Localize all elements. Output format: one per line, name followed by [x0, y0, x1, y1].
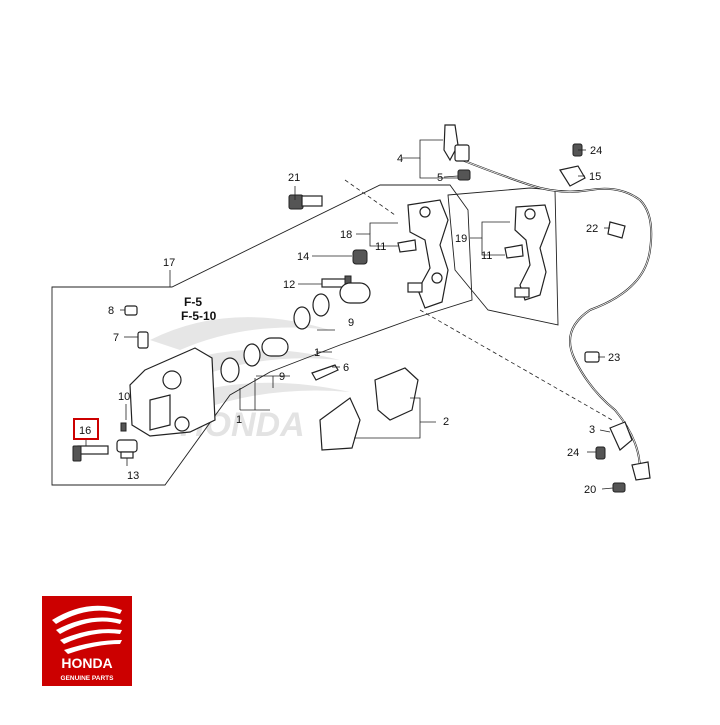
- pin-part-10[interactable]: [120, 422, 127, 432]
- clamp-part-15[interactable]: [559, 165, 586, 187]
- callout-24-top[interactable]: 24: [590, 145, 602, 157]
- bracket-frame: [447, 187, 559, 326]
- logo-tagline: GENUINE PARTS: [61, 675, 115, 682]
- callout-7[interactable]: 7: [113, 332, 119, 344]
- honda-genuine-parts-logo: HONDA GENUINE PARTS: [42, 596, 132, 686]
- caliper-bracket-part-18[interactable]: [407, 199, 449, 309]
- brake-pad-part-2[interactable]: [319, 367, 419, 451]
- callout-5[interactable]: 5: [437, 172, 443, 184]
- reference-f5[interactable]: F-5: [184, 295, 202, 309]
- bolt-part-21[interactable]: [288, 194, 323, 210]
- callout-11-left[interactable]: 11: [375, 241, 386, 253]
- pad-clip-part-11-left[interactable]: [397, 239, 417, 253]
- bolt-part-20[interactable]: [612, 482, 626, 493]
- callout-24-lower[interactable]: 24: [567, 447, 579, 459]
- caliper-bracket-part-19[interactable]: [514, 204, 551, 301]
- callout-19[interactable]: 19: [455, 233, 467, 245]
- callout-4[interactable]: 4: [397, 153, 403, 165]
- clip-part-22[interactable]: [607, 221, 626, 239]
- pad-clip-part-11-right[interactable]: [504, 244, 524, 259]
- caliper-body-part-17[interactable]: [129, 347, 216, 437]
- leader-lines: [85, 139, 614, 490]
- callout-13[interactable]: 13: [127, 470, 139, 482]
- honda-wing-icon: [52, 605, 122, 654]
- highlight-box-part-16: [73, 418, 99, 440]
- callout-16[interactable]: 16: [79, 425, 91, 437]
- callout-1-upper[interactable]: 1: [314, 347, 320, 359]
- callout-14[interactable]: 14: [297, 251, 309, 263]
- plug-part-13[interactable]: [116, 439, 138, 459]
- callout-labels: 4 5 24 15 22 23 3 24 20 21 18 11 19 11 1…: [79, 145, 620, 496]
- piston-and-seals-upper[interactable]: [293, 282, 371, 330]
- piston-and-seals-lower[interactable]: [220, 337, 289, 383]
- callout-20[interactable]: 20: [584, 484, 596, 496]
- callout-22[interactable]: 22: [586, 223, 598, 235]
- pad-pin-part-16[interactable]: [72, 445, 109, 462]
- sensor-bracket-part-3[interactable]: [609, 421, 633, 451]
- bleeder-cap-part-8[interactable]: [124, 305, 138, 316]
- callout-1-lower[interactable]: 1: [236, 414, 242, 426]
- clip-part-23[interactable]: [584, 351, 600, 363]
- seal-part-14[interactable]: [352, 249, 368, 265]
- callout-2[interactable]: 2: [443, 416, 449, 428]
- wheel-speed-sensor-tip[interactable]: [631, 461, 651, 481]
- logo-brand: HONDA: [61, 655, 112, 671]
- bolt-part-24-lower[interactable]: [595, 446, 606, 460]
- callout-17[interactable]: 17: [163, 257, 175, 269]
- caliper-assembly-frame: [51, 184, 473, 486]
- callout-21[interactable]: 21: [288, 172, 300, 184]
- pad-spring-part-6[interactable]: [311, 364, 339, 381]
- callout-9-upper[interactable]: 9: [348, 317, 354, 329]
- abs-sensor-cable-inner: [461, 159, 652, 471]
- callout-18[interactable]: 18: [340, 229, 352, 241]
- reference-f5-10[interactable]: F-5-10: [181, 309, 217, 323]
- callout-23[interactable]: 23: [608, 352, 620, 364]
- guide-line-upper: [344, 179, 396, 216]
- callout-11-right[interactable]: 11: [481, 250, 492, 262]
- guide-line-lower: [419, 309, 613, 421]
- callout-9-lower[interactable]: 9: [279, 371, 285, 383]
- grommet-part-5[interactable]: [457, 169, 471, 181]
- bleeder-valve-part-7[interactable]: [137, 331, 149, 349]
- callout-12[interactable]: 12: [283, 279, 295, 291]
- callout-6[interactable]: 6: [343, 362, 349, 374]
- sensor-connector-part-4[interactable]: [443, 124, 470, 162]
- callout-15[interactable]: 15: [589, 171, 601, 183]
- callout-3[interactable]: 3: [589, 424, 595, 436]
- callout-8[interactable]: 8: [108, 305, 114, 317]
- callout-10[interactable]: 10: [118, 391, 130, 403]
